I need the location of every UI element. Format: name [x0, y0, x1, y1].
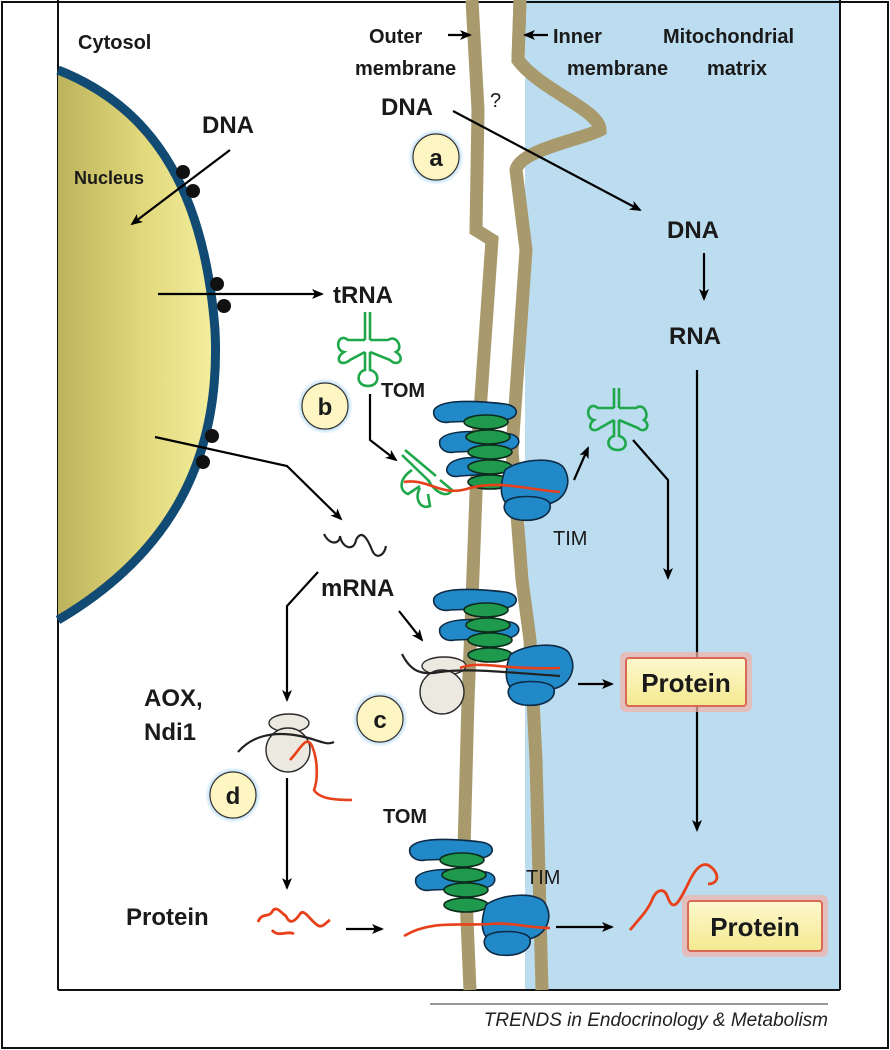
nuclear-envelope — [55, 65, 221, 624]
nuclear-pore — [210, 277, 224, 291]
trna-label: tRNA — [333, 282, 393, 309]
step-c-label: c — [373, 707, 386, 734]
protein-box-2-label: Protein — [710, 912, 800, 942]
matrix-dna-label: DNA — [667, 217, 719, 244]
matrix-rna-label: RNA — [669, 323, 721, 350]
mrna-on-ribosome-d — [237, 732, 335, 753]
step-d-marker: d — [205, 767, 261, 823]
protein-box-2: Protein — [682, 895, 828, 957]
dna-import-arrow — [130, 149, 231, 226]
step-c-marker: c — [352, 691, 408, 747]
tom-tim-complex-2 — [432, 588, 574, 707]
ribosome-c — [419, 656, 467, 715]
mrna-export-arrow — [154, 435, 343, 521]
dna-outside-label: DNA — [381, 94, 433, 121]
step-b-marker: b — [297, 378, 353, 434]
mrna-to-cytosol-translation-arrow — [282, 571, 319, 702]
step-a-marker: a — [408, 129, 464, 185]
step-d-label: d — [226, 783, 241, 810]
step-a-label: a — [429, 145, 443, 172]
tom-tim-complex-3 — [408, 838, 550, 957]
step-b-label: b — [318, 394, 333, 421]
nuclear-dna-label: DNA — [202, 112, 254, 139]
nuclear-pore — [205, 429, 219, 443]
journal-caption: TRENDS in Endocrinology & Metabolism — [484, 1010, 828, 1031]
tom-label-2: TOM — [383, 806, 427, 828]
tim-label-2: TIM — [526, 867, 560, 889]
nuclear-pore — [217, 299, 231, 313]
matrix-label-line1: Mitochondrial — [663, 26, 794, 48]
mrna-to-ribosome-arrow — [398, 610, 424, 642]
protein-box-1: Protein — [620, 652, 752, 712]
protein-box-1-label: Protein — [641, 668, 731, 698]
cytosolic-protein-label: Protein — [126, 904, 209, 931]
tom-tim-complex-1 — [432, 400, 569, 522]
outer-membrane-label-line2: membrane — [355, 58, 456, 80]
dna-mito-import-arrow — [452, 110, 642, 211]
tom-label-1: TOM — [381, 380, 425, 402]
nuclear-pore — [176, 165, 190, 179]
cytosolic-protein-chain — [256, 907, 331, 936]
cytosol-label: Cytosol — [78, 32, 151, 54]
inner-membrane-label-line2: membrane — [567, 58, 668, 80]
aox-label-line2: Ndi1 — [144, 719, 196, 746]
nascent-protein-d — [289, 740, 353, 802]
question-mark: ? — [490, 90, 501, 112]
tim-label-1: TIM — [553, 528, 587, 550]
outer-membrane-label-line1: Outer — [369, 26, 423, 48]
matrix-protein-chain — [628, 863, 719, 931]
protein-chain-1 — [403, 480, 561, 494]
trna-import-arrow — [368, 394, 398, 462]
trna-release-arrow — [572, 446, 590, 481]
mrna-label: mRNA — [321, 575, 394, 602]
protein-chain-3 — [403, 922, 551, 938]
protein-chain-2 — [459, 663, 561, 670]
matrix-label-line2: matrix — [707, 58, 767, 80]
mrna-strand — [323, 533, 388, 557]
ribosome-d — [265, 713, 311, 773]
inner-membrane-label-line1: Inner — [553, 26, 602, 48]
nucleus — [58, 70, 216, 620]
nucleus-label: Nucleus — [74, 168, 144, 188]
trna-cloverleaf-matrix — [586, 388, 649, 452]
nuclear-pore — [186, 184, 200, 198]
trna-to-protein-arrow — [632, 439, 673, 580]
aox-label-line1: AOX, — [144, 685, 203, 712]
nuclear-pore — [196, 455, 210, 469]
mrna-on-ribosome-c — [401, 653, 561, 678]
trna-cloverleaf-cytosol — [336, 312, 402, 388]
